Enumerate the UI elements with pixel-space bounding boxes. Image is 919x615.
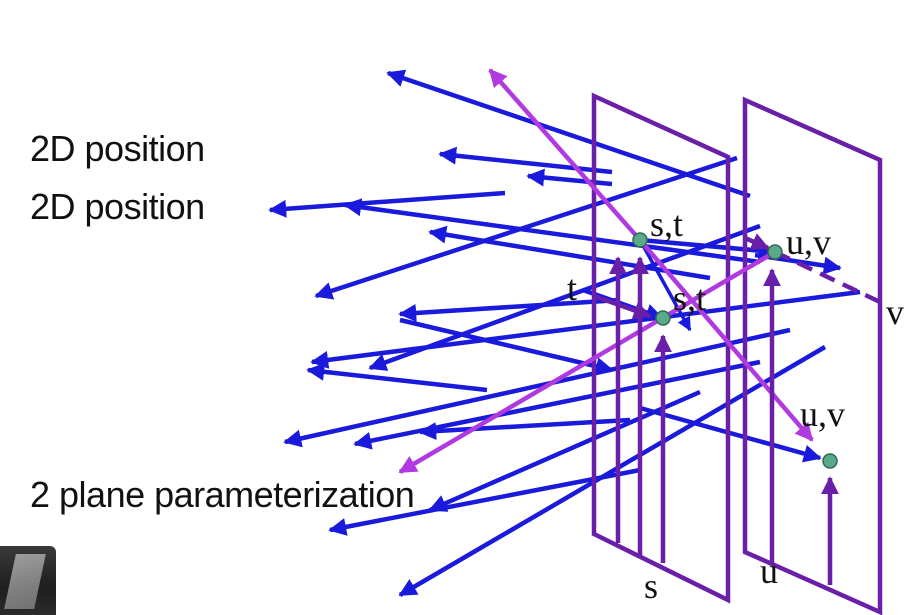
ray xyxy=(639,237,777,260)
v-axis-dash xyxy=(774,249,881,305)
highlight-rays xyxy=(398,68,814,474)
st-point-lower xyxy=(655,310,671,326)
st-plane xyxy=(591,92,731,604)
ray xyxy=(353,359,761,450)
t-line xyxy=(593,293,652,320)
st-point-upper xyxy=(632,232,648,248)
position-label-1: 2D position xyxy=(30,128,205,169)
st-label-upper: s,t xyxy=(650,204,683,244)
ray xyxy=(428,389,701,513)
ray xyxy=(306,362,488,393)
highlight-ray xyxy=(398,250,777,474)
ray xyxy=(438,146,613,175)
highlight-ray xyxy=(488,68,642,242)
ray xyxy=(398,345,827,597)
uv-label-lower: u,v xyxy=(800,394,845,434)
ray xyxy=(368,223,761,371)
uv-plane xyxy=(742,96,883,615)
position-label-2: 2D position xyxy=(30,186,205,227)
ray xyxy=(638,239,692,332)
s-axis-label: s xyxy=(644,566,658,606)
ray xyxy=(398,297,621,322)
ray xyxy=(526,168,613,187)
ray xyxy=(268,190,506,218)
parameterization-label: 2 plane parameterization xyxy=(30,474,415,515)
st-label-lower: s,t xyxy=(673,278,706,318)
uv-point-upper xyxy=(767,244,783,260)
ray xyxy=(310,289,861,369)
v-axis-label: v xyxy=(886,292,904,332)
uv-point-lower xyxy=(822,453,838,469)
ray xyxy=(328,467,641,536)
u-axis-label: u xyxy=(760,551,778,591)
uv-label-upper: u,v xyxy=(786,222,831,262)
t-axis-label: t xyxy=(567,268,577,308)
coordinate-arrows xyxy=(593,233,839,585)
sample-points xyxy=(632,232,838,469)
highlight-ray xyxy=(638,238,814,442)
webcam-thumbnail xyxy=(0,546,56,615)
ray xyxy=(283,327,791,448)
ray xyxy=(399,317,614,376)
t-line xyxy=(744,233,770,251)
ray xyxy=(386,69,751,199)
ray xyxy=(314,155,738,300)
